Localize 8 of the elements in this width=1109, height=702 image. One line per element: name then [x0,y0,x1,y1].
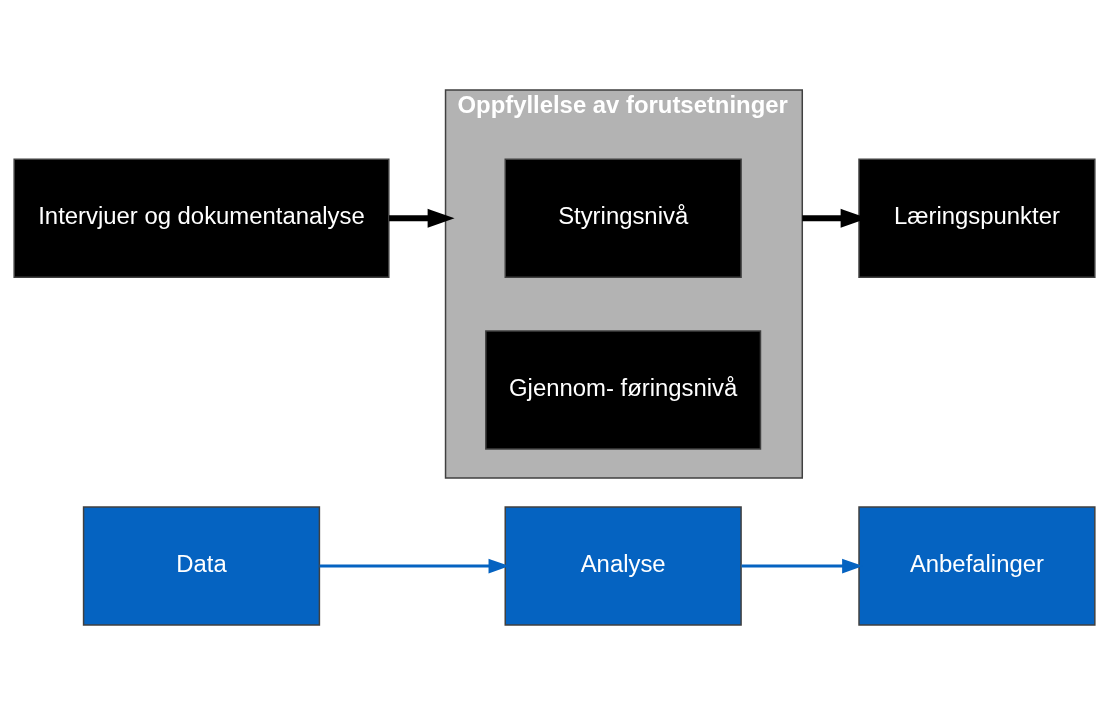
node-box: Anbefalinger [858,505,1096,626]
node-box: Intervjuer og dokumentanalyse [13,158,390,278]
node-box: Læringspunkter [858,158,1096,278]
node-box: Gjennom- føringsnivå [485,329,762,450]
node-box: Analyse [504,505,742,626]
node-box: Styringsnivå [504,158,742,278]
node-box: Data [82,505,321,626]
arrow [389,208,455,228]
